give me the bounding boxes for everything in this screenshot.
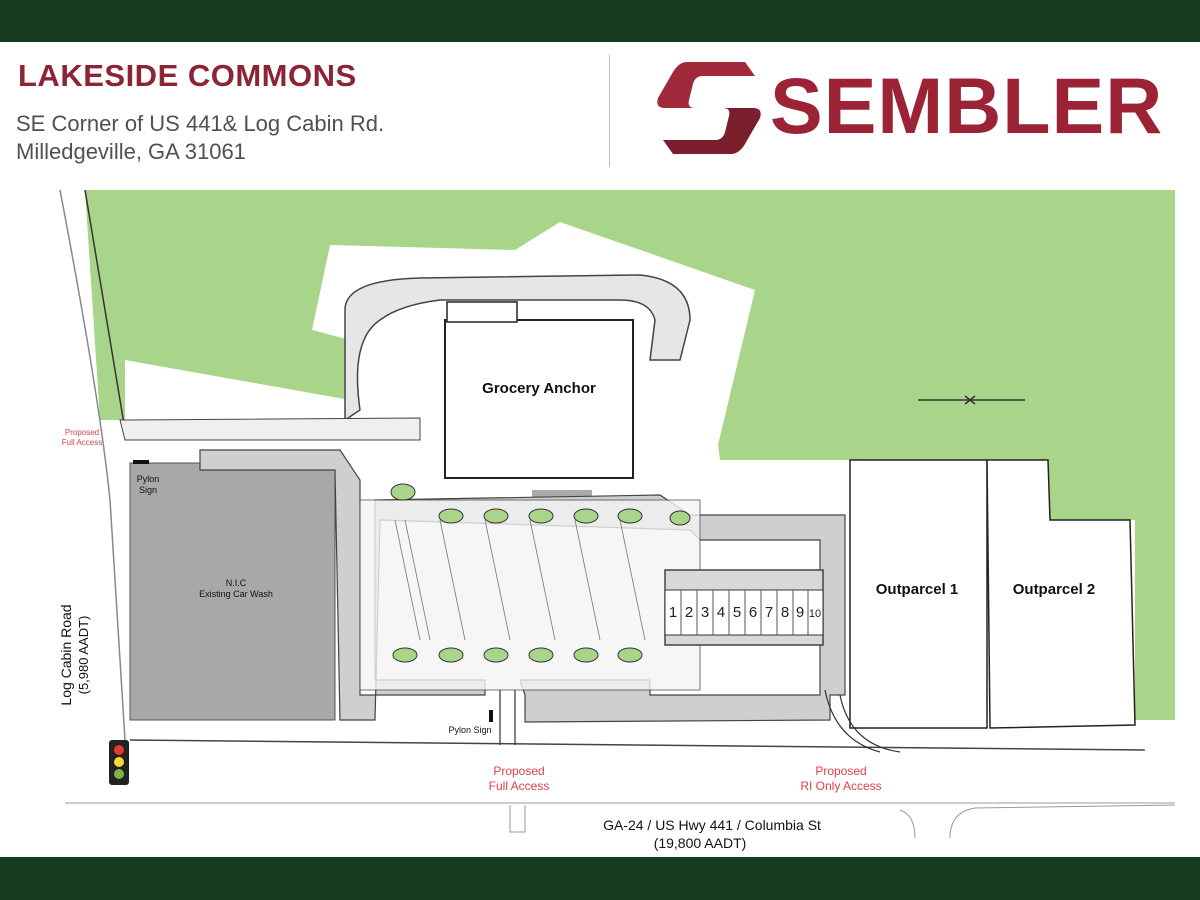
sembler-wordmark: SEMBLER bbox=[770, 61, 1164, 150]
access-right-label-2: RI Only Access bbox=[800, 779, 881, 793]
unit-2[interactable]: 2 bbox=[685, 604, 693, 621]
service-drive bbox=[344, 274, 691, 422]
retail-strip-building[interactable] bbox=[664, 589, 824, 636]
outparcel-1-lot[interactable] bbox=[849, 459, 988, 729]
grocery-anchor-building[interactable] bbox=[444, 319, 634, 479]
unit-3[interactable]: 3 bbox=[701, 604, 709, 621]
pylon-sign-1-label-a: Pylon bbox=[137, 474, 160, 484]
outparcel-2-label: Outparcel 2 bbox=[1013, 581, 1096, 598]
parking-stalls bbox=[394, 519, 646, 641]
pylon-sign-2-icon bbox=[489, 710, 493, 722]
address-line-1: SE Corner of US 441& Log Cabin Rd. bbox=[16, 111, 385, 136]
top-frame-bar bbox=[0, 0, 1200, 42]
car-wash-label-2: Existing Car Wash bbox=[199, 589, 273, 599]
landscape-islands bbox=[390, 483, 691, 663]
access-bottom-label-1: Proposed bbox=[493, 764, 544, 778]
sembler-logo-mark bbox=[657, 62, 761, 154]
unit-10[interactable]: 10 bbox=[809, 608, 821, 620]
access-left-label-2: Full Access bbox=[62, 438, 102, 447]
unit-8[interactable]: 8 bbox=[781, 604, 789, 621]
header-divider bbox=[609, 55, 610, 167]
unit-9[interactable]: 9 bbox=[796, 604, 804, 621]
traffic-signal-icon bbox=[109, 740, 129, 785]
car-wash-parcel[interactable] bbox=[129, 462, 336, 721]
pylon-sign-1-label-b: Sign bbox=[139, 485, 157, 495]
unit-7[interactable]: 7 bbox=[765, 604, 773, 621]
main-road-aadt: (19,800 AADT) bbox=[654, 835, 747, 851]
outparcel-2-lot[interactable] bbox=[986, 459, 1136, 729]
grocery-anchor-label: Grocery Anchor bbox=[482, 380, 596, 397]
unit-4[interactable]: 4 bbox=[717, 604, 725, 621]
log-cabin-aadt: (5,980 AADT) bbox=[76, 616, 91, 695]
unit-1[interactable]: 1 bbox=[669, 604, 677, 621]
property-title: LAKESIDE COMMONS bbox=[18, 58, 357, 93]
green-space bbox=[85, 190, 1175, 720]
access-bottom-label-2: Full Access bbox=[489, 779, 550, 793]
bottom-frame-bar bbox=[0, 857, 1200, 900]
address-line-2: Milledgeville, GA 31061 bbox=[16, 139, 246, 164]
access-left-label-1: Proposed bbox=[65, 428, 99, 437]
unit-6[interactable]: 6 bbox=[749, 604, 757, 621]
main-road-label: GA-24 / US Hwy 441 / Columbia St bbox=[603, 817, 821, 833]
outparcel-1-label: Outparcel 1 bbox=[876, 581, 959, 598]
log-cabin-road-label: Log Cabin Road bbox=[58, 604, 74, 705]
north-arrow-icon bbox=[918, 395, 1025, 405]
unit-5[interactable]: 5 bbox=[733, 604, 741, 621]
pylon-sign-1-icon bbox=[133, 460, 149, 464]
car-wash-label-1: N.I.C bbox=[226, 578, 247, 588]
pylon-sign-2-label: Pylon Sign bbox=[448, 725, 491, 735]
access-right-label-1: Proposed bbox=[815, 764, 866, 778]
